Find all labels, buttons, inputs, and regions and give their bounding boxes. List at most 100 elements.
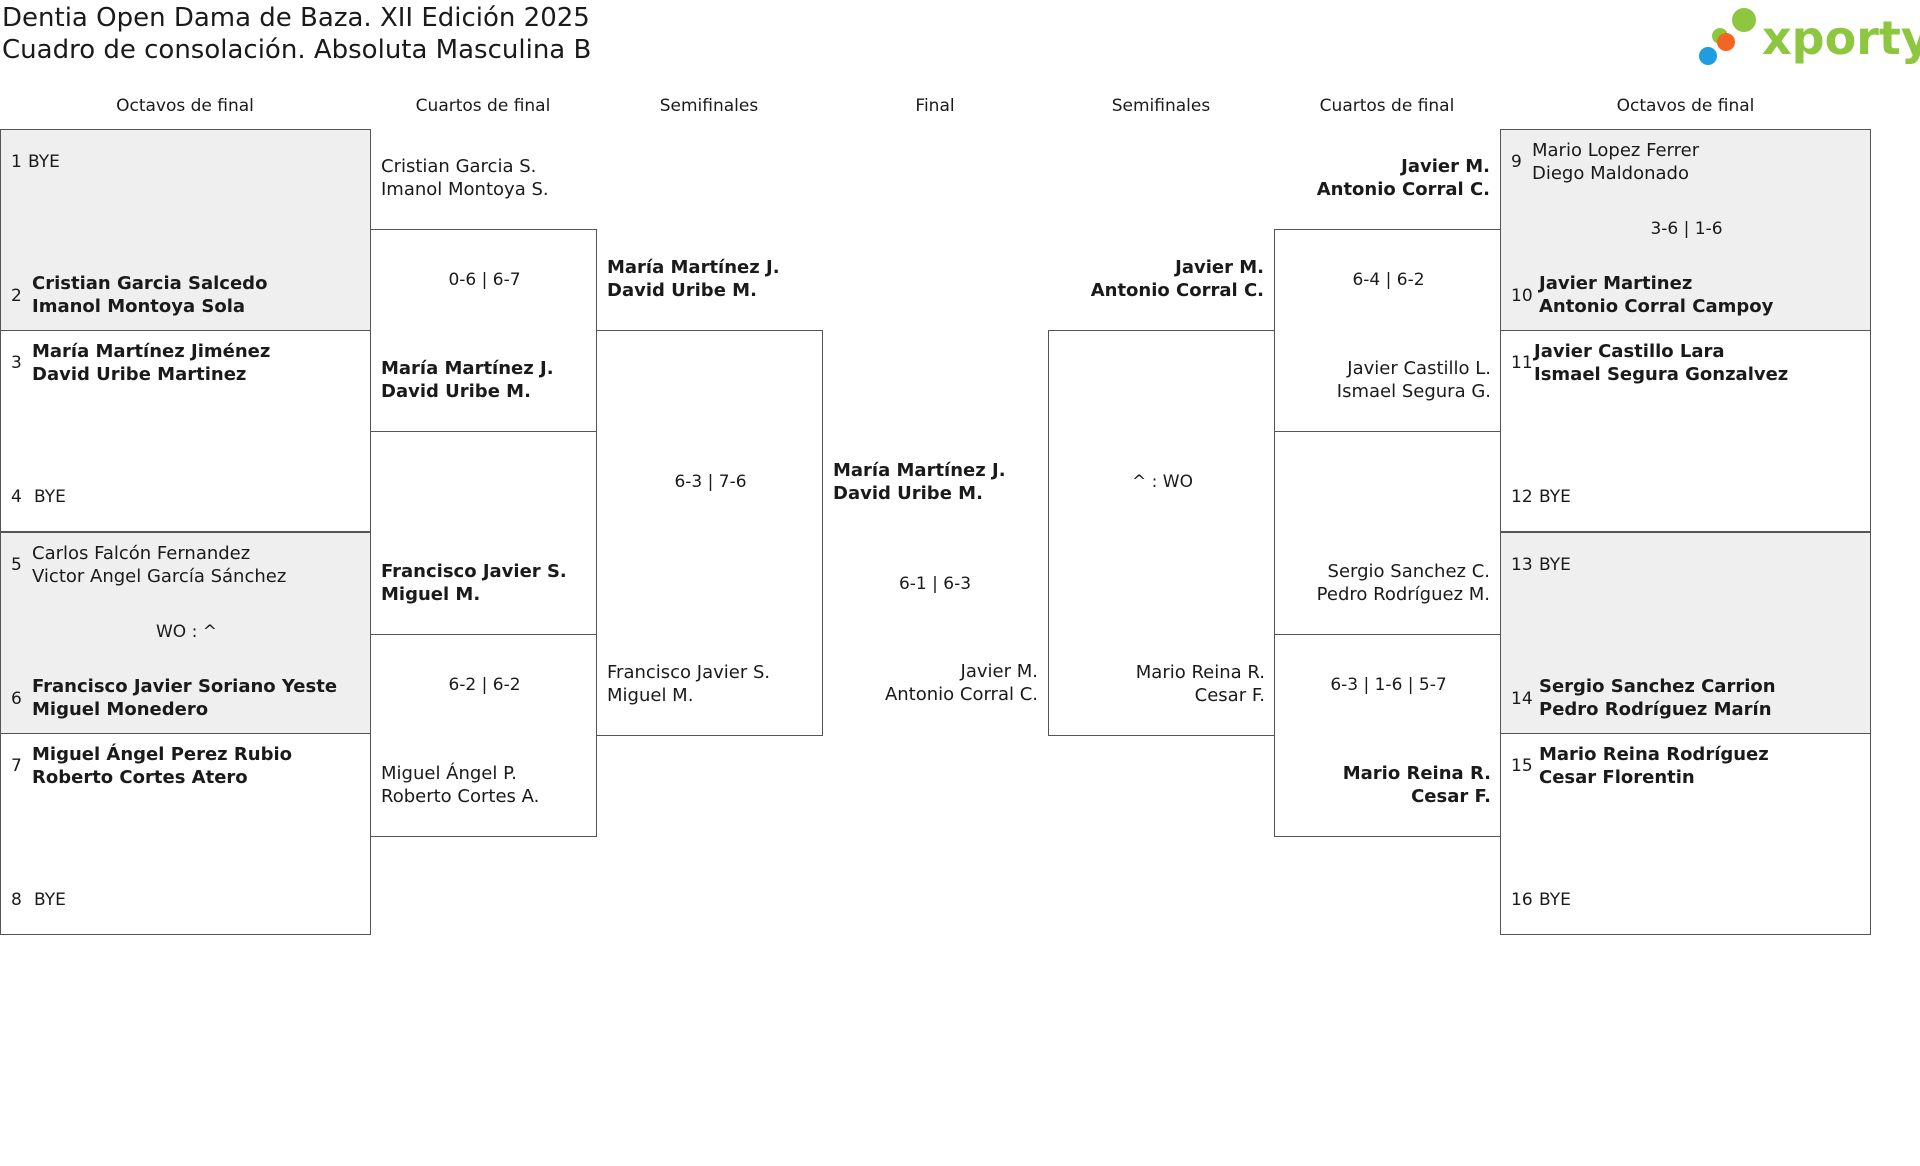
player-name[interactable]: Victor Angel García Sánchez (32, 566, 287, 587)
player-name[interactable]: Pedro Rodríguez M. (1316, 584, 1490, 605)
round-header-right-qf: Cuartos de final (1319, 96, 1455, 116)
seed-number: 12 (1511, 487, 1533, 507)
player-name[interactable]: Javier Castillo Lara (1534, 341, 1725, 362)
match-right-r16-3: 13 BYE 14 Sergio Sanchez Carrion Pedro R… (1500, 532, 1871, 734)
player-name[interactable]: María Martínez J. (381, 358, 554, 379)
match-score: 6-2 | 6-2 (448, 675, 521, 695)
player-name[interactable]: Diego Maldonado (1532, 163, 1689, 184)
match-right-r16-2: 11 Javier Castillo Lara Ismael Segura Go… (1500, 330, 1871, 532)
match-left-r16-2: 3 María Martínez Jiménez David Uribe Mar… (0, 330, 371, 532)
logo-dot (1699, 47, 1717, 65)
match-score: 6-3 | 7-6 (674, 472, 747, 492)
round-header-right-sf: Semifinales (1111, 96, 1211, 116)
round-header-left-qf: Cuartos de final (415, 96, 551, 116)
match-left-r16-3: 5 Carlos Falcón Fernandez Victor Angel G… (0, 532, 371, 734)
player-name[interactable]: Antonio Corral Campoy (1539, 296, 1774, 317)
player-name[interactable]: Miguel M. (381, 584, 481, 605)
player-name[interactable]: Cristian Garcia S. (381, 156, 537, 177)
seed-number: 3 (11, 353, 22, 373)
player-name[interactable]: Miguel Ángel P. (381, 763, 517, 784)
logo-dot (1732, 8, 1756, 32)
player-name[interactable]: Sergio Sanchez Carrion (1539, 676, 1776, 697)
player-name[interactable]: María Martínez Jiménez (32, 341, 271, 362)
player-name[interactable]: Francisco Javier Soriano Yeste (32, 676, 338, 697)
seed-number: 4 (11, 487, 22, 507)
bye-slot: BYE (34, 890, 66, 910)
tournament-title: Dentia Open Dama de Baza. XII Edición 20… (2, 3, 590, 33)
seed-number: 2 (11, 286, 22, 306)
player-name[interactable]: David Uribe Martinez (32, 364, 247, 385)
seed-number: 7 (11, 756, 22, 776)
player-name[interactable]: Imanol Montoya S. (381, 179, 549, 200)
player-name[interactable]: Javier Castillo L. (1347, 358, 1491, 379)
match-left-qf-1: 0-6 | 6-7 María Martínez J. David Uribe … (370, 229, 597, 432)
player-name[interactable]: David Uribe M. (381, 381, 531, 402)
player-name[interactable]: Cesar F. (1194, 685, 1265, 706)
player-name[interactable]: Javier M. (1401, 156, 1490, 177)
player-name[interactable]: Cesar Florentin (1539, 767, 1695, 788)
player-name[interactable]: Pedro Rodríguez Marín (1539, 699, 1772, 720)
player-name[interactable]: Ismael Segura Gonzalvez (1534, 364, 1789, 385)
match-left-r16-1: 1 BYE 2 Cristian Garcia Salcedo Imanol M… (0, 129, 371, 331)
match-left-qf-2: 6-2 | 6-2 Miguel Ángel P. Roberto Cortes… (370, 634, 597, 837)
match-left-sf: 6-3 | 7-6 Francisco Javier S. Miguel M. (596, 330, 823, 736)
finalist-name[interactable]: Javier M. (960, 661, 1038, 682)
seed-number: 15 (1511, 756, 1533, 776)
match-score: 0-6 | 6-7 (448, 270, 521, 290)
bye-slot: BYE (34, 487, 66, 507)
player-name[interactable]: Mario Reina R. (1135, 662, 1265, 683)
xporty-logo[interactable]: xporty (1698, 4, 1920, 72)
player-name[interactable]: Mario Lopez Ferrer (1532, 140, 1700, 161)
match-right-r16-4: 15 Mario Reina Rodríguez Cesar Florentin… (1500, 733, 1871, 935)
match-score: 3-6 | 1-6 (1650, 219, 1723, 239)
draw-subtitle: Cuadro de consolación. Absoluta Masculin… (2, 35, 592, 65)
player-name[interactable]: Javier Martinez (1539, 273, 1693, 294)
player-name[interactable]: Imanol Montoya Sola (32, 296, 246, 317)
seed-number: 11 (1511, 353, 1533, 373)
player-name[interactable]: Cesar F. (1411, 786, 1491, 807)
match-right-sf: ^ : WO Mario Reina R. Cesar F. (1048, 330, 1275, 736)
player-name[interactable]: Antonio Corral C. (1316, 179, 1490, 200)
player-name[interactable]: David Uribe M. (607, 280, 757, 301)
player-name[interactable]: Miguel M. (607, 685, 694, 706)
seed-number: 14 (1511, 689, 1533, 709)
finalist-name[interactable]: María Martínez J. (833, 460, 1006, 481)
seed-number: 6 (11, 689, 22, 709)
finalist-name[interactable]: David Uribe M. (833, 483, 983, 504)
seed-number: 5 (11, 555, 22, 575)
match-left-r16-4: 7 Miguel Ángel Perez Rubio Roberto Corte… (0, 733, 371, 935)
seed-number: 16 (1511, 890, 1533, 910)
player-name[interactable]: María Martínez J. (607, 257, 780, 278)
player-name[interactable]: Mario Reina Rodríguez (1539, 744, 1769, 765)
player-name[interactable]: Mario Reina R. (1342, 763, 1491, 784)
player-name[interactable]: Carlos Falcón Fernandez (32, 543, 251, 564)
player-name[interactable]: Roberto Cortes Atero (32, 767, 248, 788)
match-score: ^ : WO (1132, 472, 1193, 492)
finalist-name[interactable]: Antonio Corral C. (884, 684, 1038, 705)
match-right-qf-2: 6-3 | 1-6 | 5-7 Mario Reina R. Cesar F. (1274, 634, 1501, 837)
match-score: 6-4 | 6-2 (1352, 270, 1425, 290)
xporty-logo-icon: xporty (1699, 8, 1920, 65)
player-name[interactable]: Miguel Ángel Perez Rubio (32, 744, 293, 765)
final-score: 6-1 | 6-3 (898, 574, 972, 594)
seed-number: 10 (1511, 286, 1533, 306)
player-name[interactable]: Roberto Cortes A. (381, 786, 540, 807)
match-right-r16-1: 9 Mario Lopez Ferrer Diego Maldonado 3-6… (1500, 129, 1871, 331)
player-name[interactable]: Sergio Sanchez C. (1327, 561, 1490, 582)
player-name[interactable]: Francisco Javier S. (381, 561, 567, 582)
bye-slot: BYE (1539, 487, 1571, 507)
bye-slot: BYE (1539, 555, 1571, 575)
seed-number: 13 (1511, 555, 1533, 575)
seed-number: 8 (11, 890, 22, 910)
player-name[interactable]: Francisco Javier S. (607, 662, 771, 683)
match-score: WO : ^ (156, 622, 217, 642)
logo-dot (1717, 33, 1735, 51)
player-name[interactable]: Cristian Garcia Salcedo (32, 273, 268, 294)
player-name[interactable]: Antonio Corral C. (1090, 280, 1264, 301)
round-header-left-r16: Octavos de final (116, 96, 254, 116)
round-header-right-r16: Octavos de final (1616, 96, 1755, 116)
player-name[interactable]: Miguel Monedero (32, 699, 209, 720)
round-header-left-sf: Semifinales (659, 96, 759, 116)
player-name[interactable]: Ismael Segura G. (1336, 381, 1491, 402)
player-name[interactable]: Javier M. (1175, 257, 1264, 278)
